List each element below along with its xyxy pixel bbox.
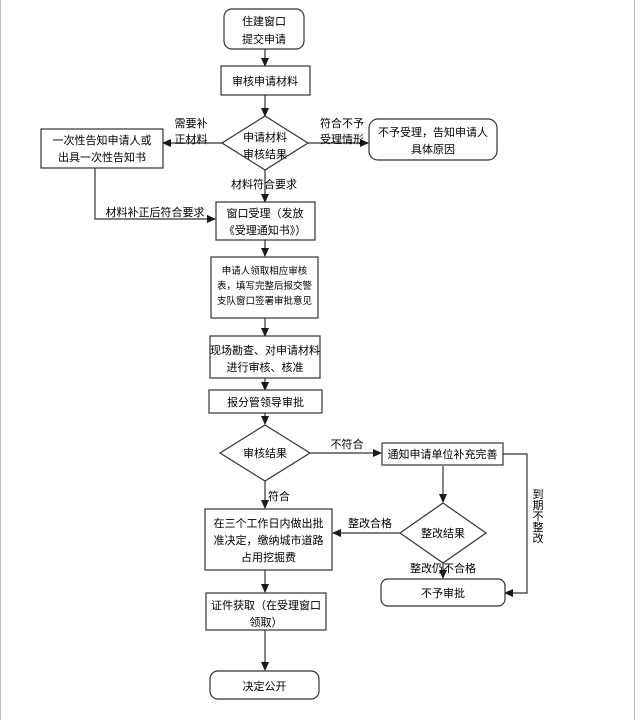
node-leader-approval-text: 报分管领导审批	[227, 395, 304, 409]
label-rectified-ok: 整改合格	[348, 516, 392, 530]
node-start: 住建窗口提交申请	[223, 8, 305, 50]
text-line: 审核申请材料	[232, 74, 298, 88]
text-line: 住建窗口	[242, 14, 286, 28]
node-license-pickup: 证件获取（在受理窗口领取）	[205, 592, 327, 631]
text-line: 准决定，缴纳城市道路	[214, 533, 324, 547]
text-line: 审核结果	[243, 147, 287, 161]
text-line: 领取）	[250, 616, 283, 629]
text-line: 不予审批	[421, 586, 465, 600]
label-not-compliant: 不符合	[331, 437, 364, 451]
label-supplemented-ok: 材料补正后符合要求	[106, 205, 205, 219]
node-deny-approval-text: 不予审批	[421, 586, 465, 600]
text-line: 报分管领导审批	[227, 395, 304, 409]
node-leader-approval: 报分管领导审批	[208, 389, 323, 414]
text-line: 证件获取（在受理窗口	[211, 598, 321, 612]
node-site-inspection-text: 现场勘查、对申请材料进行审核、核准	[210, 343, 320, 374]
node-one-time-notice: 一次性告知申请人或出具一次性告知书	[40, 128, 164, 169]
text-line: 期	[533, 499, 544, 512]
node-approval-decision-text: 在三个工作日内做出批准决定，缴纳城市道路占用挖掘费	[214, 516, 324, 564]
text-line: 受理情形	[320, 133, 364, 146]
node-review-materials: 审核申请材料	[220, 65, 311, 96]
text-line: 占用挖掘费	[241, 550, 296, 564]
text-line: 出具一次性告知书	[58, 150, 146, 164]
node-start-text: 住建窗口提交申请	[242, 14, 286, 46]
text-line: 提交申请	[242, 32, 286, 46]
arrow-notice-to-accept	[94, 168, 216, 223]
text-line: 现场勘查、对申请材料	[210, 343, 320, 357]
node-notify-supplement-text: 通知申请单位补充完善	[388, 447, 498, 461]
arrow-supplement-to-deny	[503, 453, 528, 597]
decision-rectification-text: 整改结果	[421, 526, 465, 540]
text-line: 符合不予	[320, 116, 364, 130]
text-line: 整	[533, 520, 544, 534]
decision-materials-review: 申请材料审核结果	[220, 115, 310, 171]
text-line: 正材料	[175, 132, 208, 146]
text-line: 进行审核、核准	[227, 360, 304, 374]
decision-approval-review: 审核结果	[218, 424, 312, 482]
label-still-fail: 整改仍不合格	[410, 561, 476, 575]
text-line: 审核结果	[243, 446, 287, 460]
text-line: 支队窗口签署审批意见	[217, 295, 312, 307]
text-line: 具体原因	[411, 142, 455, 156]
node-publish-decision: 决定公开	[209, 670, 320, 700]
decision-rectification: 整改结果	[398, 502, 488, 564]
text-line: 整改结果	[421, 526, 465, 540]
node-publish-decision-text: 决定公开	[243, 679, 287, 693]
text-line: 整改合格	[348, 516, 392, 530]
text-line: 《受理通知书》）	[224, 223, 307, 237]
text-line: 不符合	[331, 437, 364, 451]
label-not-accepted: 符合不予受理情形	[320, 116, 364, 146]
text-line: 通知申请单位补充完善	[388, 447, 498, 461]
node-window-acceptance-text: 窗口受理（发放《受理通知书》）	[224, 206, 307, 237]
text-line: 不予受理，告知申请人	[378, 125, 488, 139]
text-line: 到	[533, 488, 544, 501]
text-line: 决定公开	[243, 679, 287, 693]
node-site-inspection: 现场勘查、对申请材料进行审核、核准	[209, 335, 321, 379]
text-line: 窗口受理（发放	[227, 206, 304, 220]
text-line: 在三个工作日内做出批	[214, 516, 324, 530]
node-license-pickup-text: 证件获取（在受理窗口领取）	[211, 598, 321, 629]
node-approval-decision: 在三个工作日内做出批准决定，缴纳城市道路占用挖掘费	[204, 508, 333, 571]
text-line: 一次性告知申请人或	[53, 133, 152, 147]
label-need-supplement: 需要补正材料	[175, 117, 208, 146]
text-line: 申请材料	[243, 130, 287, 144]
node-reject-acceptance: 不予受理，告知申请人具体原因	[368, 118, 498, 161]
text-line: 不	[533, 510, 544, 523]
node-window-acceptance: 窗口受理（发放《受理通知书》）	[215, 201, 316, 241]
connectors	[94, 48, 528, 671]
label-compliant: 符合	[268, 489, 290, 503]
node-deny-approval: 不予审批	[380, 578, 506, 607]
text-line: 表，填写完整后报交警	[217, 280, 313, 292]
decision-materials-review-text: 申请材料审核结果	[243, 130, 287, 161]
label-materials-ok: 材料符合要求	[231, 177, 297, 191]
text-line: 整改仍不合格	[410, 561, 476, 575]
node-review-text: 审核申请材料	[232, 74, 298, 88]
node-review-form: 申请人领取相应审核表，填写完整后报交警支队窗口签署审批意见	[210, 256, 319, 319]
node-one-time-notice-text: 一次性告知申请人或出具一次性告知书	[53, 133, 152, 164]
text-line: 材料补正后符合要求	[106, 205, 205, 219]
text-line: 申请人领取相应审核	[222, 265, 308, 277]
decision-approval-review-text: 审核结果	[243, 446, 287, 460]
node-review-form-text: 申请人领取相应审核表，填写完整后报交警支队窗口签署审批意见	[217, 265, 313, 307]
node-reject-acceptance-text: 不予受理，告知申请人具体原因	[378, 125, 488, 156]
node-notify-supplement: 通知申请单位补充完善	[381, 442, 504, 466]
label-overdue-no-rectification: 到期不整改	[533, 488, 544, 545]
text-line: 改	[533, 531, 544, 545]
text-line: 材料符合要求	[231, 177, 297, 191]
text-line: 需要补	[175, 117, 208, 130]
text-line: 符合	[268, 489, 290, 503]
